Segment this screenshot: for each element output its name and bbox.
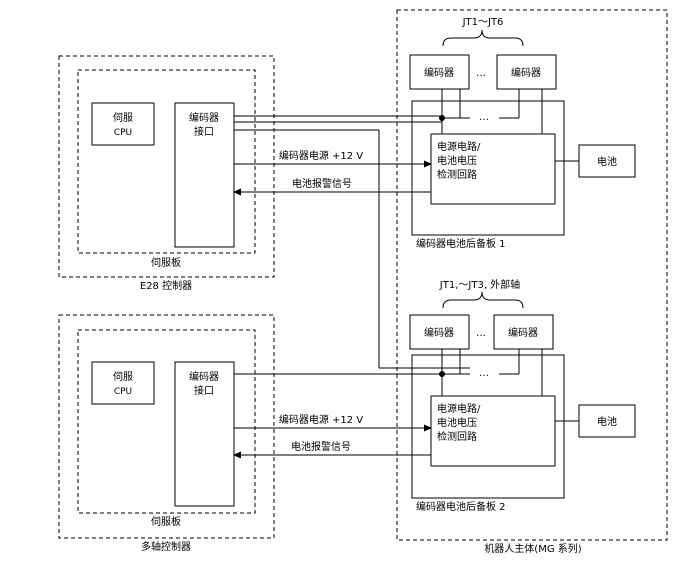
controller-multi-axis: 伺服板 多轴控制器 伺服 CPU 编码器 接口 编码器电源 +12 V 电池报警… — [58, 314, 432, 553]
cpu-line-2-multi-axis: CPU — [114, 387, 132, 397]
encoder-label-bottom-right: 编码器 — [508, 326, 538, 339]
encoder-interface-box-multi-axis — [174, 361, 235, 507]
backup-board-1: JT1～JT6 编码器 … 编码器 电源电路/ 电池电压 检测回路 电池 … 编… — [409, 17, 636, 250]
robot-body-label: 机器人主体(MG 系列) — [484, 542, 581, 555]
circuit-line-2-top: 电池电压 — [437, 154, 477, 167]
alarm-signal-label-multi-axis: 电池报警信号 — [291, 440, 351, 453]
encoder-signal-wiring — [234, 115, 470, 377]
encoder-if-line-1-multi-axis: 编码器 — [189, 370, 219, 383]
encoder-box-bottom-right — [493, 314, 554, 350]
backup-board-label-top: 编码器电池后备板 1 — [416, 237, 506, 250]
backup-board-2: JT1,～JT3, 外部轴 编码器 … 编码器 电源电路/ 电池电压 检测回路 … — [409, 278, 636, 513]
power-signal-label-multi-axis: 编码器电源 +12 V — [279, 413, 363, 426]
controller-label-multi-axis: 多轴控制器 — [141, 540, 191, 553]
servo-board-label-e28: 伺服板 — [151, 256, 181, 269]
controller-label-e28: E28 控制器 — [140, 279, 192, 292]
backup-board-frame-top — [411, 100, 565, 236]
controller-frame-e28 — [58, 55, 275, 278]
servo-board-frame-multi-axis — [77, 329, 256, 514]
encoder-box-bottom-left — [409, 314, 470, 350]
battery-box-top — [578, 144, 636, 178]
servo-cpu-box-e28 — [91, 102, 155, 146]
encoder-box-top-right — [496, 54, 557, 90]
circuit-line-3-bottom: 检测回路 — [437, 430, 477, 443]
ellipsis-bus-bottom: … — [479, 368, 489, 379]
encoder-interface-box-e28 — [174, 102, 235, 248]
ellipsis-encoders-bottom: … — [476, 328, 486, 339]
encoder-label-bottom-left: 编码器 — [424, 326, 454, 339]
circuit-line-1-top: 电源电路/ — [437, 140, 481, 153]
ellipsis-encoders-top: … — [476, 68, 486, 79]
brace-jt1-jt6 — [442, 29, 524, 47]
brace-label-top: JT1～JT6 — [462, 17, 504, 28]
circuit-line-1-bottom: 电源电路/ — [437, 402, 481, 415]
controller-frame-multi-axis — [58, 314, 275, 539]
power-signal-label-e28: 编码器电源 +12 V — [279, 149, 363, 162]
battery-label-top: 电池 — [597, 155, 617, 168]
battery-box-bottom — [578, 404, 636, 438]
power-circuit-box-bottom — [430, 395, 556, 467]
servo-board-label-multi-axis: 伺服板 — [151, 515, 181, 528]
brace-label-bottom: JT1,～JT3, 外部轴 — [439, 278, 520, 291]
brace-jt1-jt3 — [442, 291, 524, 309]
cpu-line-1-multi-axis: 伺服 — [113, 370, 133, 383]
servo-cpu-box-multi-axis — [91, 361, 155, 405]
robot-body-frame — [396, 9, 668, 541]
battery-label-bottom: 电池 — [597, 415, 617, 428]
backup-board-label-bottom: 编码器电池后备板 2 — [416, 500, 506, 513]
encoder-label-top-left: 编码器 — [424, 66, 454, 79]
alarm-signal-label-e28: 电池报警信号 — [292, 177, 352, 190]
cpu-line-2-e28: CPU — [114, 128, 132, 138]
ellipsis-bus-top: … — [479, 112, 489, 123]
controller-e28: 伺服板 E28 控制器 伺服 CPU 编码器 接口 编码器电源 +12 V 电池… — [58, 55, 432, 292]
encoder-if-line-2-e28: 接口 — [194, 125, 214, 138]
encoder-label-top-right: 编码器 — [511, 66, 541, 79]
servo-board-frame-e28 — [77, 69, 256, 254]
junction-dot-bottom — [439, 371, 445, 377]
circuit-line-3-top: 检测回路 — [437, 168, 477, 181]
encoder-box-top-left — [409, 54, 470, 90]
encoder-if-line-1-e28: 编码器 — [189, 111, 219, 124]
backup-board-frame-bottom — [411, 354, 565, 499]
circuit-line-2-bottom: 电池电压 — [437, 416, 477, 429]
power-circuit-box-top — [430, 133, 556, 205]
encoder-if-line-2-multi-axis: 接口 — [194, 384, 214, 397]
cpu-line-1-e28: 伺服 — [113, 111, 133, 124]
